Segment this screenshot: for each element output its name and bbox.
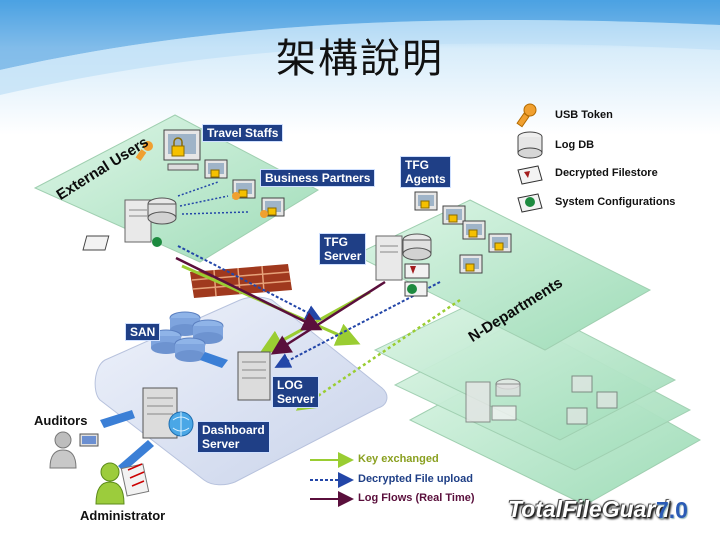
firewall-icon (190, 264, 292, 298)
business-partners-tag: Business Partners (260, 169, 376, 187)
decrypted-filestore-icon (517, 165, 543, 185)
flow-key-departments (295, 298, 461, 411)
system-configurations-icon (517, 193, 543, 213)
usb-token-icons (135, 141, 268, 218)
auditor-link-arrow (100, 410, 135, 428)
legend-system-configurations: System Configurations (555, 196, 676, 208)
flow-log-external (175, 256, 323, 331)
tfg-server-tag: TFG Server (319, 233, 367, 265)
legend-decrypted-filestore: Decrypted Filestore (555, 167, 658, 179)
header-swoosh (0, 0, 720, 70)
administrator-icon (95, 462, 150, 505)
legend-decrypted-file-upload: Decrypted File upload (358, 473, 473, 485)
auditor-icon (49, 431, 99, 469)
external-users-zone (33, 114, 320, 263)
log-server-tag: LOG Server (272, 376, 320, 408)
san-tag: SAN (125, 323, 161, 341)
administrator-label: Administrator (80, 508, 166, 523)
travel-staff-pc-icon (163, 129, 201, 171)
agent-pc-icons (414, 191, 618, 425)
tfg-agents-tag: TFG Agents (400, 156, 451, 188)
log-db-icon (517, 131, 543, 159)
tfg-server-icon (375, 233, 432, 297)
flow-log-server (270, 280, 386, 355)
travel-staffs-tag: Travel Staffs (202, 124, 284, 142)
brand-name: TotalFileGuard (508, 496, 670, 522)
legend-log-db: Log DB (555, 139, 595, 151)
flow-upload-external (177, 245, 322, 320)
admin-link-arrow (118, 440, 154, 472)
san-link-arrow (200, 352, 228, 368)
page-title: 架構說明 (276, 36, 444, 82)
brand-version: 7.0 (656, 497, 688, 523)
san-storage-icon (150, 311, 224, 362)
log-server-icon (237, 351, 271, 401)
dashboard-server-tag: Dashboard Server (197, 421, 270, 453)
legend-log-flows: Log Flows (Real Time) (358, 492, 475, 504)
external-server-icon (82, 197, 177, 251)
auditors-label: Auditors (34, 413, 88, 428)
business-partner-pc-icon (204, 159, 285, 217)
legend-usb-token: USB Token (555, 109, 613, 121)
flow-upload-users (177, 181, 249, 215)
department-server-icon (465, 378, 521, 423)
dashboard-server-icon (142, 387, 194, 439)
header-swoosh-light (0, 20, 720, 96)
usb-token-icon (516, 103, 537, 128)
legend-key-exchanged: Key exchanged (358, 453, 439, 465)
